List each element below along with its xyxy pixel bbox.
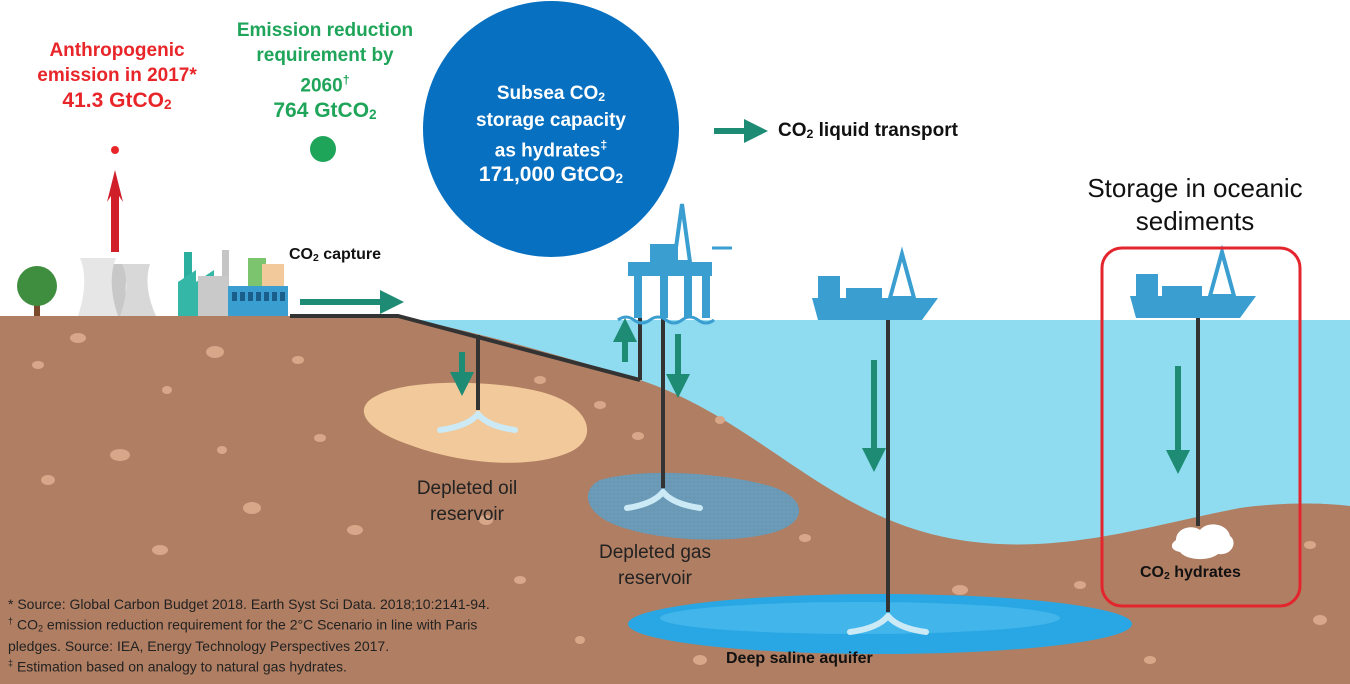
co2-hydrates-label: CO2 hydrates: [1140, 564, 1241, 582]
injection-spread-arrows: [437, 411, 929, 635]
tree-icon: [17, 266, 57, 316]
subsea-capacity-label: Subsea CO2 storage capacity as hydrates‡…: [476, 83, 626, 187]
factory-icon: [178, 250, 288, 316]
footnotes: * Source: Global Carbon Budget 2018. Ear…: [8, 596, 628, 675]
reduction-label: Emission reduction requirement by 2060† …: [236, 20, 414, 123]
oceanic-sediment-box: [1100, 246, 1302, 608]
hydrate-ship-icon: [1130, 244, 1256, 318]
footnote-2: † CO2 emission reduction requirement for…: [8, 616, 478, 634]
co2-capture-label: CO2 capture: [289, 246, 382, 264]
co2-flow-arrows: [300, 119, 1190, 474]
co2-hydrates-shape: [1171, 524, 1234, 560]
gas-reservoir-label: Depleted gas reservoir: [599, 542, 711, 589]
footnote-3: ‡ Estimation based on analogy to natural…: [8, 657, 347, 675]
emission-dot: [111, 146, 119, 154]
reduction-dot: [310, 136, 336, 162]
footnote-2-cont: pledges. Source: IEA, Energy Technology …: [8, 637, 390, 654]
oil-reservoir-label: Depleted oil reservoir: [416, 478, 518, 525]
oil-reservoir-shape: [363, 382, 588, 463]
subsea-capacity-bubble: [423, 1, 679, 257]
footnote-1: * Source: Global Carbon Budget 2018. Ear…: [8, 596, 490, 612]
legend-liquid-transport: CO2 liquid transport: [778, 120, 958, 141]
offshore-platform-icon: [628, 203, 732, 318]
ship-icon: [812, 246, 938, 320]
anthropogenic-label: Anthropogenic emission in 2017* 41.3 GtC…: [37, 40, 197, 112]
soil-pebbles: [32, 333, 1327, 665]
cooling-towers-icon: [78, 258, 156, 316]
saline-aquifer-label: Deep saline aquifer: [726, 650, 873, 667]
oceanic-storage-title: Storage in oceanic sediments: [1087, 173, 1303, 236]
